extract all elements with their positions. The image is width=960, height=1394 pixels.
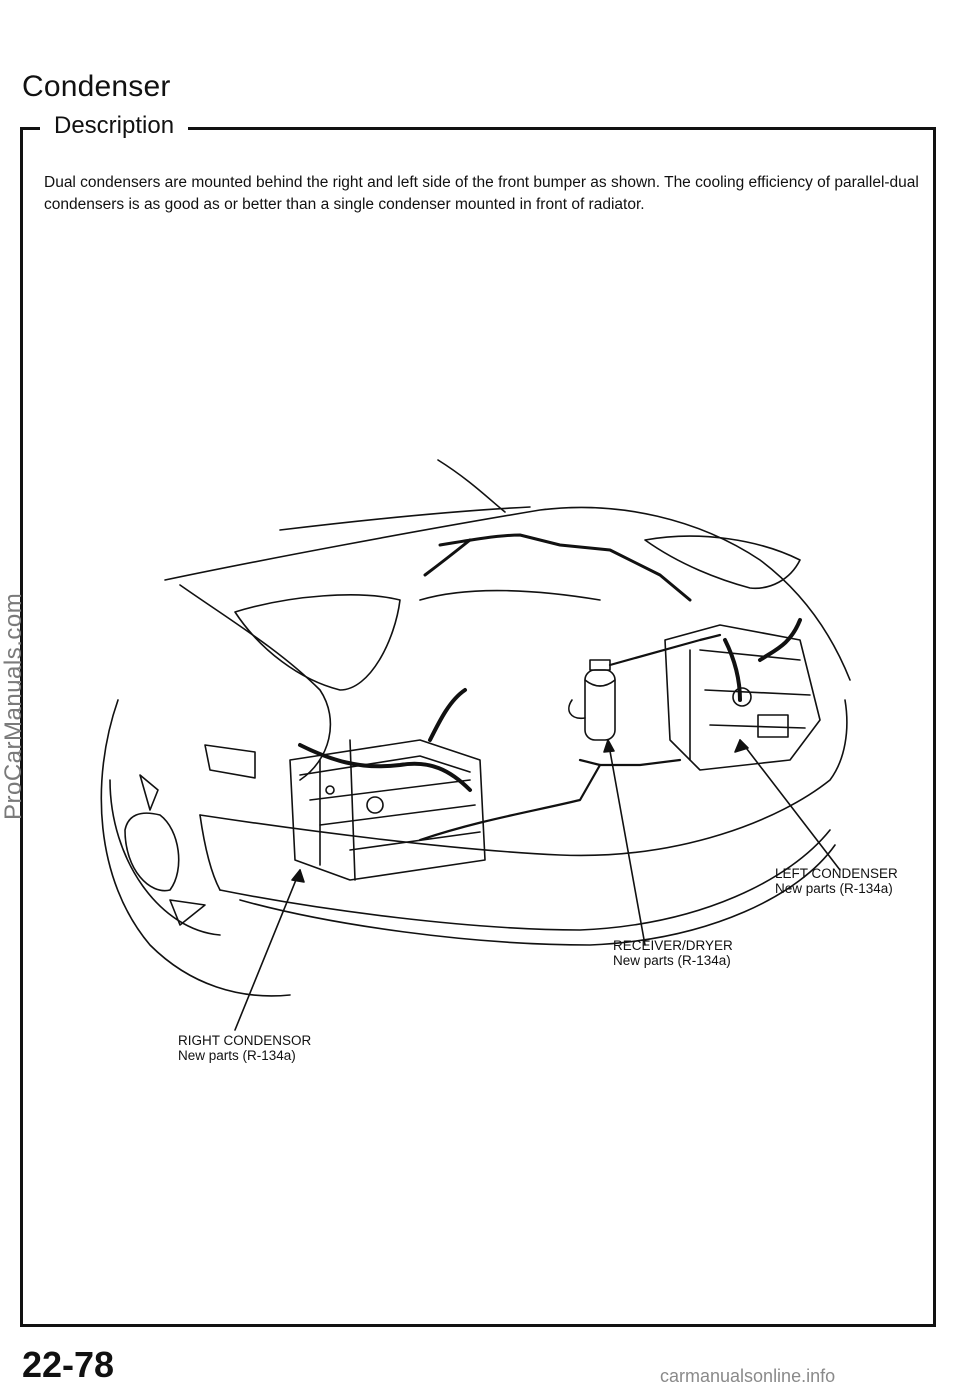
- description-paragraph: Dual condensers are mounted behind the r…: [44, 174, 919, 213]
- right-headlight-cover: [234, 594, 401, 691]
- radiator-opening: [419, 589, 601, 601]
- wheel-spoke-1: [139, 774, 159, 811]
- content-frame: [20, 127, 936, 1327]
- ac-line-upper: [578, 758, 602, 767]
- right-condensor-callout: RIGHT CONDENSOR New parts (R-134a): [178, 1033, 311, 1063]
- procarmanuals-watermark: ProCarManuals.com: [0, 592, 27, 820]
- receiver-dryer-arrowhead: [603, 739, 615, 753]
- front-lip: [239, 844, 836, 946]
- page-number: 22-78: [22, 1344, 115, 1385]
- right-condenser-assembly: [289, 688, 486, 881]
- page-title: Condenser: [22, 70, 171, 103]
- right-condensor-note: New parts (R-134a): [178, 1048, 296, 1063]
- bumper-upper: [199, 699, 848, 857]
- ac-line-dryer-to-left: [608, 633, 722, 667]
- wheel-hub: [124, 812, 180, 892]
- left-condenser-arrowhead: [734, 739, 749, 753]
- receiver-dryer-note: New parts (R-134a): [613, 953, 731, 968]
- left-condenser-callout: LEFT CONDENSER New parts (R-134a): [775, 866, 898, 896]
- left-condenser-note: New parts (R-134a): [775, 881, 893, 896]
- front-fascia: [179, 584, 332, 781]
- bumper-lower: [219, 829, 831, 931]
- left-condenser-label: LEFT CONDENSER: [775, 866, 898, 881]
- ac-line-lower: [418, 758, 682, 842]
- fender-arch: [100, 699, 291, 997]
- left-condenser-assembly: [664, 618, 821, 771]
- marker-light: [204, 744, 256, 779]
- ac-line-top-inner: [423, 538, 472, 577]
- wheel-outer: [109, 779, 221, 936]
- receiver-dryer-callout: RECEIVER/DRYER New parts (R-134a): [613, 938, 733, 968]
- left-condenser-leader: [739, 739, 841, 871]
- bumper-side: [199, 814, 221, 891]
- right-condensor-label: RIGHT CONDENSOR: [178, 1033, 312, 1048]
- frame-top-right-rule: [188, 127, 936, 130]
- receiver-dryer-label: RECEIVER/DRYER: [613, 938, 733, 953]
- left-headlight-cover: [644, 535, 801, 590]
- right-condensor-arrowhead: [291, 869, 305, 883]
- ac-line-top: [438, 533, 692, 602]
- frame-top-left-rule: [20, 127, 40, 130]
- windshield-line: [437, 459, 506, 513]
- carmanualsonline-watermark: carmanualsonline.info: [660, 1366, 836, 1386]
- receiver-dryer: [568, 659, 616, 741]
- right-condensor-leader: [234, 869, 301, 1031]
- cowl-line: [279, 506, 531, 531]
- receiver-dryer-leader: [607, 739, 646, 946]
- wheel-spoke-2: [169, 899, 206, 926]
- hood-outline: [164, 506, 851, 681]
- section-heading: Description: [50, 112, 179, 140]
